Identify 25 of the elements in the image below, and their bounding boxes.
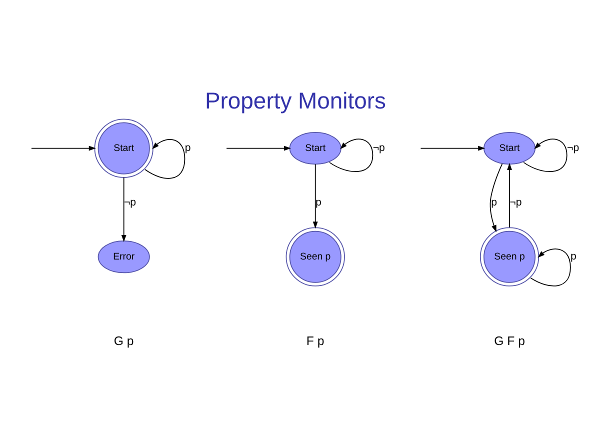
node-circle: Start	[94, 118, 154, 178]
edge-label: p	[491, 196, 498, 208]
node-ellipse: Start	[289, 132, 342, 165]
arrow	[312, 164, 318, 229]
edge-label: ¬p	[510, 196, 522, 208]
edge-label: p	[316, 196, 322, 208]
label: G F p	[494, 334, 525, 348]
label: F p	[306, 334, 324, 348]
diagram-title: Property Monitors	[204, 87, 386, 114]
edge-label: ¬p	[567, 142, 580, 154]
arrow	[507, 162, 512, 228]
label: G p	[114, 334, 134, 348]
node-circle: Seen p	[286, 227, 345, 286]
edge-label: p	[184, 142, 191, 154]
node-ellipse: Start	[483, 132, 536, 165]
arrow	[121, 177, 126, 242]
arrow	[31, 146, 96, 151]
arrow	[420, 146, 486, 151]
edge-label: ¬p	[124, 196, 136, 208]
edge-label: ¬p	[372, 142, 385, 154]
edge-label: p	[570, 250, 576, 263]
arrow	[490, 163, 503, 232]
node-circle: Seen p	[480, 227, 540, 286]
arrow	[226, 146, 292, 151]
node-ellipse: Error	[98, 240, 150, 274]
